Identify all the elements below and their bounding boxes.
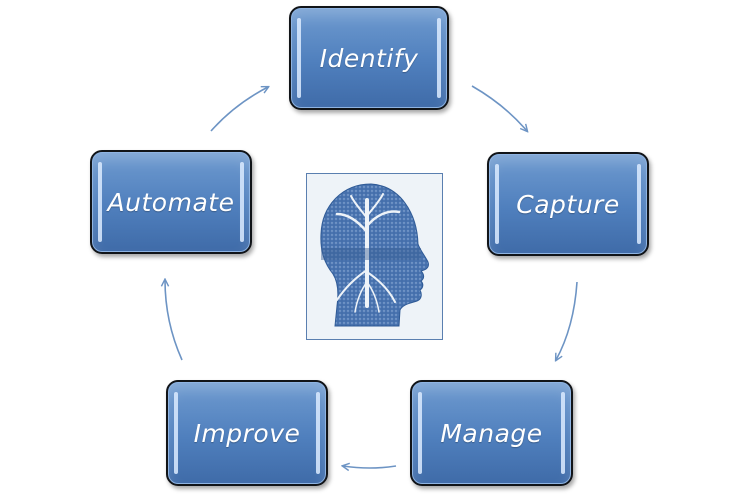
arrow-improve-to-automate xyxy=(165,280,183,361)
node-improve: Improve xyxy=(166,380,328,486)
node-label: Improve xyxy=(193,418,301,448)
arrow-capture-to-manage xyxy=(556,281,578,360)
node-capture: Capture xyxy=(487,152,649,256)
node-label: Capture xyxy=(516,189,620,219)
node-identify: Identify xyxy=(289,6,449,110)
arrow-automate-to-identify xyxy=(210,87,268,132)
node-label: Automate xyxy=(107,187,235,217)
node-manage: Manage xyxy=(410,380,573,486)
arrow-identify-to-capture xyxy=(471,85,527,131)
node-automate: Automate xyxy=(90,150,252,254)
head-with-tree-icon xyxy=(306,173,443,340)
node-label: Manage xyxy=(440,418,543,448)
node-label: Identify xyxy=(319,43,419,73)
head-silhouette-icon xyxy=(320,183,429,327)
arrow-manage-to-improve xyxy=(343,466,397,468)
